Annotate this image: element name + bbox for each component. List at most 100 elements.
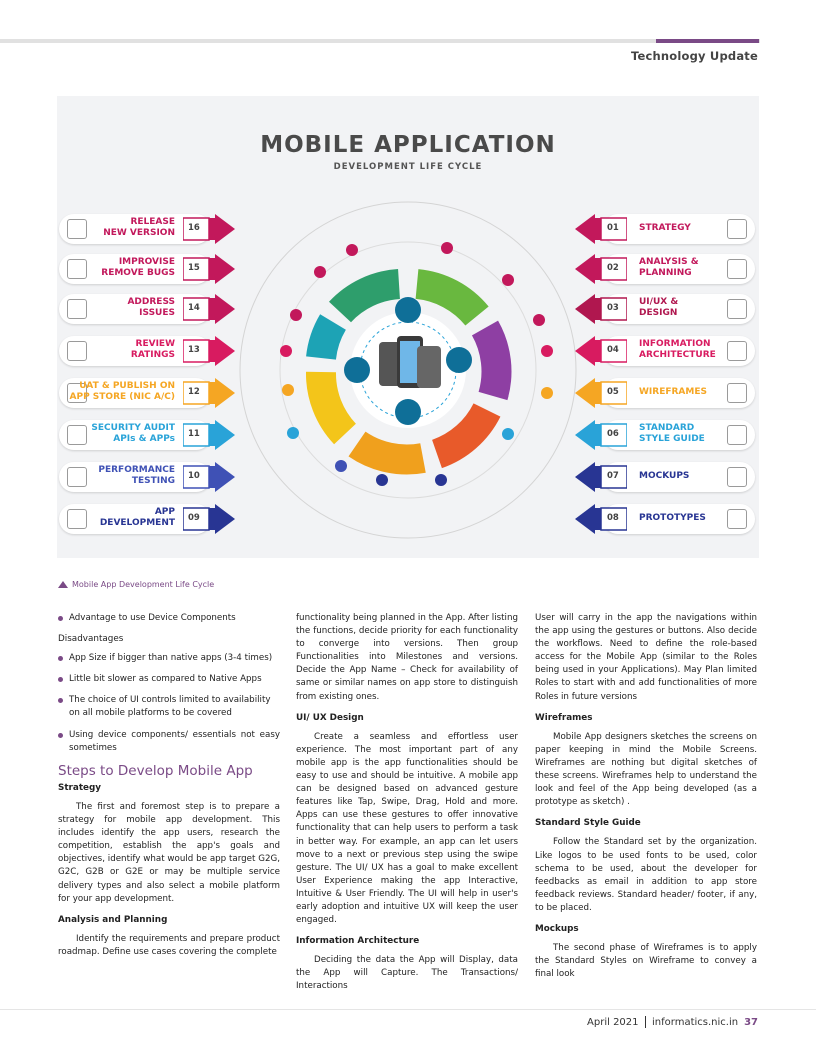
step-number: 11	[188, 429, 200, 439]
step-label: WIREFRAMES	[639, 387, 707, 398]
list-item: Advantage to use Device Components	[58, 612, 280, 625]
caption-triangle-icon	[58, 581, 68, 588]
footer-rule	[0, 1009, 816, 1010]
step-number: 05	[607, 387, 619, 397]
step-number: 13	[188, 345, 200, 355]
step-label-line2: ARCHITECTURE	[639, 350, 716, 360]
infographic-subtitle: DEVELOPMENT LIFE CYCLE	[333, 162, 483, 172]
steps-heading: Steps to Develop Mobile App	[58, 762, 253, 779]
step-label-line2: NEW VERSION	[103, 228, 175, 238]
style-guide-heading: Standard Style Guide	[535, 818, 641, 829]
lifecycle-wheel	[239, 201, 577, 539]
step-arrow-icon	[183, 336, 235, 366]
style-guide-paragraph: Follow the Standard set by the organizat…	[535, 837, 757, 913]
step-icon	[67, 383, 87, 403]
step-label-line1: STRATEGY	[639, 223, 691, 233]
step-arrow-icon	[183, 420, 235, 450]
step-label-line2: ISSUES	[139, 308, 175, 318]
step-label-line1: UAT & PUBLISH ON	[79, 381, 175, 391]
step-arrow-icon	[183, 294, 235, 324]
header-accent-rule	[656, 39, 759, 43]
page-footer: April 2021 informatics.nic.in 37	[587, 1016, 758, 1028]
step-number: 03	[607, 303, 619, 313]
step-icon	[727, 299, 747, 319]
header-rule	[0, 39, 760, 43]
step-arrow-icon	[575, 336, 627, 366]
step-icon	[67, 425, 87, 445]
step-icon	[67, 259, 87, 279]
step-label: MOCKUPS	[639, 471, 689, 482]
step-icon	[67, 299, 87, 319]
uiux-heading: UI/ UX Design	[296, 712, 364, 723]
step-label-line2: TESTING	[131, 476, 175, 486]
step-icon	[67, 467, 87, 487]
step-arrow-icon	[183, 214, 235, 244]
step-label-line1: IMPROVISE	[118, 257, 175, 267]
step-row-right: 08 PROTOTYPES	[575, 504, 757, 534]
step-label-line2: APP STORE (NIC A/C)	[69, 392, 175, 402]
step-label-line2: APIs & APPs	[113, 434, 175, 444]
step-arrow-icon	[183, 254, 235, 284]
step-label-line2: REMOVE BUGS	[101, 268, 175, 278]
mockups-heading: Mockups	[535, 923, 579, 934]
step-label-line2: STYLE GUIDE	[639, 434, 705, 444]
step-row-right: 05 WIREFRAMES	[575, 378, 757, 408]
step-arrow-icon	[575, 254, 627, 284]
step-label-line2: PLANNING	[639, 268, 692, 278]
step-label-line1: WIREFRAMES	[639, 387, 707, 397]
step-number: 06	[607, 429, 619, 439]
analysis-heading: Analysis and Planning	[58, 914, 168, 925]
footer-site: informatics.nic.in	[652, 1016, 739, 1028]
step-label-line1: PROTOTYPES	[639, 513, 706, 523]
uiux-paragraph: Create a seamless and effortless user ex…	[296, 731, 518, 926]
ia-paragraph: Deciding the data the App will Display, …	[296, 955, 518, 992]
step-label: UI/UX &DESIGN	[639, 297, 678, 319]
infographic-title: MOBILE APPLICATION	[260, 132, 556, 158]
step-label: ANALYSIS &PLANNING	[639, 257, 699, 279]
step-number: 08	[607, 513, 619, 523]
step-number: 15	[188, 263, 200, 273]
step-label-line1: ADDRESS	[127, 297, 175, 307]
step-icon	[727, 341, 747, 361]
step-label-line1: INFORMATION	[639, 339, 711, 349]
step-label-line1: UI/UX &	[639, 297, 679, 307]
step-label-line2: DEVELOPMENT	[99, 518, 175, 528]
figure-caption: Mobile App Development Life Cycle	[58, 580, 214, 589]
step-arrow-icon	[575, 294, 627, 324]
mockups-paragraph: The second phase of Wireframes is to app…	[535, 943, 757, 980]
section-title: Technology Update	[630, 49, 758, 63]
step-number: 09	[188, 513, 200, 523]
disadvantages-heading: Disadvantages	[58, 634, 124, 645]
step-icon	[727, 509, 747, 529]
step-arrow-icon	[183, 504, 235, 534]
step-arrow-icon	[575, 462, 627, 492]
step-icon	[727, 467, 747, 487]
step-icon	[727, 259, 747, 279]
list-item: The choice of UI controls limited to ava…	[58, 694, 280, 720]
strategy-heading: Strategy	[58, 782, 102, 793]
step-icon	[67, 509, 87, 529]
step-number: 16	[188, 223, 200, 233]
strategy-paragraph: The first and foremost step is to prepar…	[58, 801, 280, 904]
step-arrow-icon	[183, 462, 235, 492]
step-label-line2: DESIGN	[639, 308, 678, 318]
list-item: Little bit slower as compared to Native …	[58, 673, 280, 686]
step-number: 07	[607, 471, 619, 481]
step-arrow-icon	[575, 504, 627, 534]
column-1: Advantage to use Device Components Disad…	[58, 612, 280, 967]
step-number: 12	[188, 387, 200, 397]
